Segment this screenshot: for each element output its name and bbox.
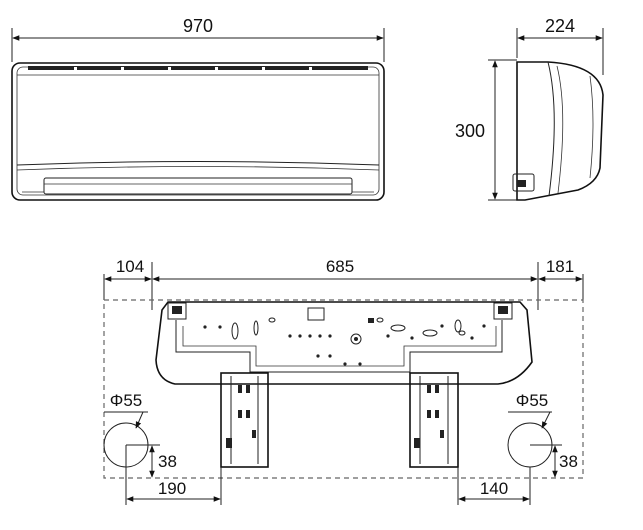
plate-hook-left-fill bbox=[172, 306, 182, 314]
bracket-right bbox=[409, 372, 459, 468]
bracket-right-slot-6 bbox=[440, 430, 444, 438]
side-panel-seam bbox=[547, 61, 555, 197]
side-front-curve bbox=[589, 75, 594, 179]
pipe-hole-right: Φ55 38 140 bbox=[457, 391, 578, 505]
front-width-label: 970 bbox=[183, 16, 213, 36]
side-pipe-outlet bbox=[512, 173, 535, 192]
plate-span-label: 685 bbox=[326, 257, 354, 276]
plate-dots bbox=[203, 324, 486, 366]
top-grille-gaps bbox=[74, 67, 312, 70]
indoor-unit-side bbox=[512, 61, 604, 201]
side-panel-seam-2 bbox=[556, 65, 564, 194]
pipe-hole-left-offset-label: 190 bbox=[158, 479, 186, 498]
plate-left-offset-label: 104 bbox=[116, 257, 144, 276]
side-view: 224 300 bbox=[455, 16, 604, 201]
side-body-outline bbox=[516, 61, 604, 201]
indoor-unit-front bbox=[11, 62, 385, 201]
side-pipe-port bbox=[517, 180, 526, 187]
bracket-right-slot-4 bbox=[435, 410, 439, 418]
bracket-left-slot-3 bbox=[238, 410, 242, 418]
plate-marker bbox=[368, 318, 374, 323]
side-height-label: 300 bbox=[455, 121, 485, 141]
bracket-right-slot-5 bbox=[414, 438, 420, 448]
front-view: 970 bbox=[11, 16, 385, 201]
front-panel-bottom-2 bbox=[16, 166, 380, 171]
pipe-hole-left-height-label: 38 bbox=[158, 452, 177, 471]
pipe-hole-left-leader bbox=[135, 411, 144, 429]
pipe-hole-left-label: Φ55 bbox=[110, 391, 142, 410]
mounting-plate bbox=[155, 301, 533, 385]
pipe-hole-left: Φ55 38 190 bbox=[103, 391, 222, 505]
plate-center-tab bbox=[307, 307, 325, 321]
side-depth-label: 224 bbox=[545, 16, 575, 36]
bracket-left-slot-5 bbox=[226, 438, 232, 448]
bracket-right-slot-2 bbox=[435, 385, 439, 393]
unit-outline-dashed bbox=[103, 299, 584, 479]
plate-rib-inner bbox=[182, 326, 497, 367]
front-body-outline bbox=[11, 62, 385, 201]
mounting-plate-view: 104 685 181 bbox=[103, 257, 584, 505]
bracket-left-slot-1 bbox=[238, 385, 242, 393]
bracket-right-outline bbox=[409, 372, 459, 468]
plate-outline bbox=[155, 301, 533, 385]
pipe-hole-right-leader bbox=[541, 411, 551, 429]
bracket-left-slot-2 bbox=[246, 385, 250, 393]
bracket-left bbox=[220, 372, 269, 468]
bracket-right-slot-1 bbox=[427, 385, 431, 393]
bracket-left-slot-4 bbox=[246, 410, 250, 418]
top-grille bbox=[28, 66, 368, 70]
plate-rib bbox=[175, 320, 503, 373]
bracket-right-slot-3 bbox=[427, 410, 431, 418]
plate-slots bbox=[231, 317, 466, 340]
front-body-inner bbox=[16, 66, 380, 196]
plate-hook-right bbox=[493, 302, 513, 320]
plate-hook-right-fill bbox=[498, 306, 508, 314]
front-louver bbox=[43, 177, 353, 195]
pipe-hole-right-offset-label: 140 bbox=[480, 479, 508, 498]
front-panel-bottom bbox=[16, 161, 380, 166]
plate-level-hole bbox=[350, 333, 362, 345]
plate-level-hole-center bbox=[354, 337, 358, 341]
pipe-hole-right-label: Φ55 bbox=[516, 391, 548, 410]
plate-right-offset-label: 181 bbox=[546, 257, 574, 276]
pipe-hole-right-height-label: 38 bbox=[559, 452, 578, 471]
bracket-left-slot-6 bbox=[252, 430, 256, 438]
plate-hook-left bbox=[167, 302, 187, 320]
bracket-left-outline bbox=[220, 372, 269, 468]
